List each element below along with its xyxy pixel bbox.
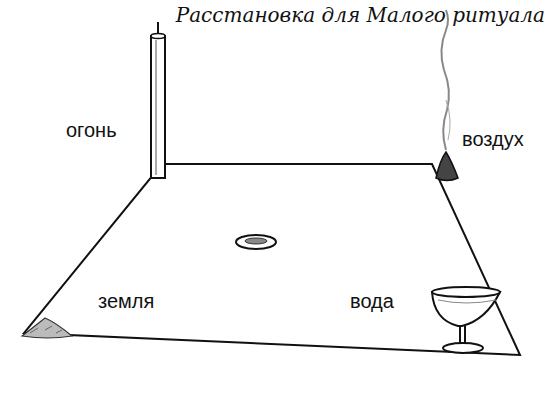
element-label: земля	[98, 290, 154, 312]
altar-table	[24, 164, 520, 355]
center-dish	[236, 235, 276, 249]
candle	[151, 22, 165, 178]
element-label: вода	[350, 290, 394, 312]
earth-pile	[22, 318, 72, 338]
incense-cone	[436, 10, 458, 181]
water-goblet	[432, 287, 500, 353]
element-label: огонь	[66, 119, 117, 141]
diagram-title: Расстановка для Малого ритуала	[176, 4, 545, 26]
element-label: воздух	[462, 128, 524, 150]
